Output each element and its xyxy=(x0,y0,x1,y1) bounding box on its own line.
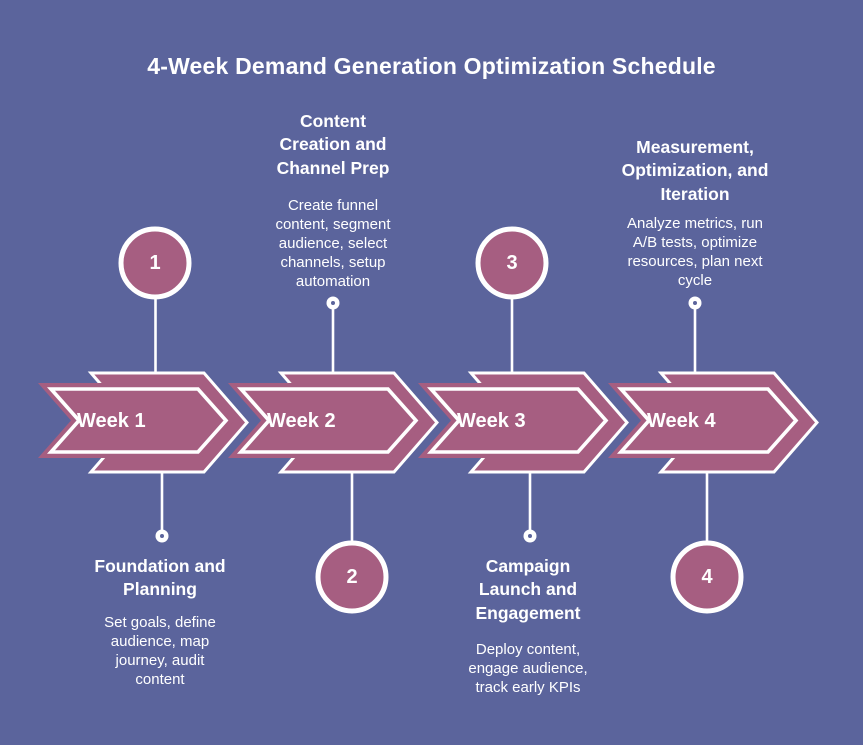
week4-arrow-outline xyxy=(616,387,799,454)
week4-label: Week 4 xyxy=(647,410,716,432)
week3-label: Week 3 xyxy=(457,410,526,432)
week3-arrow-outline xyxy=(426,387,609,454)
milestone-number-2: 2 xyxy=(346,566,358,588)
milestone-circle-2 xyxy=(315,540,389,614)
week1-arrow xyxy=(38,383,234,458)
dot-week1-hole xyxy=(160,534,164,538)
front-chevrons xyxy=(38,383,804,458)
week2-label: Week 2 xyxy=(267,410,336,432)
week3-phase-title: Campaign Launch and Engagement xyxy=(475,556,581,623)
week1-arrow-outline xyxy=(46,387,229,454)
week4-phase-description: Analyze metrics, run A/B tests, optimize… xyxy=(627,215,763,290)
week1-label: Week 1 xyxy=(77,410,146,432)
page-title: 4-Week Demand Generation Optimization Sc… xyxy=(147,53,716,79)
milestone-circle-4 xyxy=(670,540,744,614)
week1-phase-description: Set goals, define audience, map journey,… xyxy=(104,614,216,689)
week2-phase-title: Content Creation and Channel Prep xyxy=(276,111,390,178)
dot-week2-hole xyxy=(331,301,335,305)
milestone-number-3: 3 xyxy=(506,252,518,274)
milestone-number-4: 4 xyxy=(701,566,713,588)
week1-phase-title: Foundation and Planning xyxy=(94,556,226,600)
milestone-number-1: 1 xyxy=(149,252,161,274)
week3-arrow xyxy=(418,383,614,458)
week2-arrow-outline xyxy=(236,387,419,454)
milestone-circles xyxy=(118,226,744,614)
ring-dots xyxy=(155,296,702,543)
milestone-circle-3 xyxy=(475,226,549,300)
milestone-circle-1 xyxy=(118,226,192,300)
week2-phase-description: Create funnel content, segment audience,… xyxy=(275,197,391,291)
week4-arrow xyxy=(608,383,804,458)
connector-lines xyxy=(154,297,709,543)
dot-week3-hole xyxy=(528,534,532,538)
week2-arrow xyxy=(228,383,424,458)
dot-week4-hole xyxy=(693,301,697,305)
week4-phase-title: Measurement, Optimization, and Iteration xyxy=(621,137,769,204)
week3-phase-description: Deploy content, engage audience, track e… xyxy=(468,641,588,697)
